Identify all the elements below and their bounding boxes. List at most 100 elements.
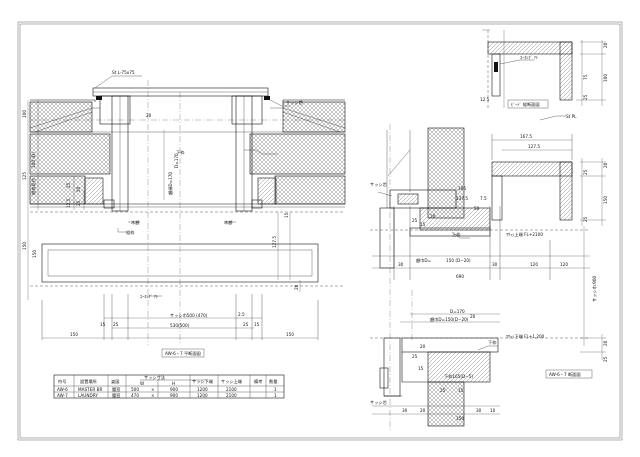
dim-text: 7.5 [480,196,487,201]
dim-text: 12.5 [66,198,71,208]
dim-text: 20 [420,344,426,349]
dim-text: 120 [560,262,568,267]
section-sill-width2-label: 下枠165(D−5) [444,373,473,380]
schedule-header-shape: 姿図 [111,378,119,385]
dim-text: 100 [603,74,608,82]
dim-text: 127.5 [528,144,540,149]
bead-caulking-label: ｺｰｷﾝｸﾞ ｱﾄ [520,55,538,60]
plan-exterior-wall-left [29,101,93,133]
plan-st-angle-label: St L-75x75 [112,70,135,75]
section-sill-label: 下枠 [488,339,497,346]
plan-title: AW-6・7 平断面図 [165,350,201,357]
dim-text: 15 [420,222,426,227]
table-cell: 500 [131,387,139,392]
table-cell: MASTER BR [78,387,102,392]
plan-wood-grounds-label: 木額 [131,219,140,226]
dim-text: 75 [583,74,588,80]
table-cell: AW-6 [57,387,68,392]
dim-text: 25 [66,182,71,188]
section-sash-height-label: サッシ巾:900 [591,276,598,302]
table-cell: 1200 [197,393,208,398]
section-head-label: 上枠 [452,231,461,238]
vertical-section: St PL サッシ芯 上枠 下枠 額巾D= 150 (D−20) D=170 額… [370,114,608,430]
dim-text: 25 [412,354,418,359]
dim-text: 150 [70,332,78,337]
dim-text: 20 [146,113,152,118]
dim-text: 20 [603,42,608,48]
dim-text: 25 [583,216,588,222]
dim-text: 15 [100,322,106,327]
dim-text: 10 [490,408,496,413]
dim-text: 20 [420,408,426,413]
dim-text: 25 [583,169,588,175]
dim-text: 25 [440,388,446,393]
schedule-header-location: 設置場所 [80,378,97,385]
section-sash-bottom-level: ﾏｻｯｼ下端 FL+1,200 [506,333,545,340]
plan-sill-label: 下枠 [176,149,185,156]
dim-text: 20 [470,314,476,319]
dim-text: 30 [402,408,408,413]
sheet-border [17,21,623,441]
table-row: AW-6 MASTER BR 腰窓 500 × 900 1200 2100 1 [57,386,277,393]
table-cell: 1 [274,387,277,392]
plan-frame-depth-label: 額縁D=170 [167,172,174,195]
table-cell: 900 [170,393,178,398]
dim-text: 25 [113,322,119,327]
table-cell: 900 [170,387,178,392]
plan-caulking-label: ｺｰｷﾝｸﾞ ｱﾄ [140,294,158,299]
section-sash-left-label: サッシ芯 [370,181,387,188]
dim-text: 30 [476,408,482,413]
dim-text: 120 [530,262,538,267]
dim-text: 167.5 [520,134,532,139]
dim-text: 30 [492,262,498,267]
dim-text: 50 [474,206,480,211]
dim-text: 20 [294,284,299,290]
table-cell: 腰窓 [112,392,120,399]
dim-text: 185 [458,186,466,191]
dim-text: 20 [603,340,608,346]
table-cell: 2100 [226,387,237,392]
plan-vertical-left-1: 縦枠見付 [30,178,37,195]
schedule-header-h: H [172,381,175,386]
dim-text: 150 [286,332,294,337]
dim-text: 150 [456,416,464,421]
schedule-header-note: 備考 [254,378,262,385]
table-cell: 1200 [197,387,208,392]
section-title: AW-6・7 断面図 [549,371,581,378]
schedule-header-sash-size: サッシ寸法 [144,374,165,381]
dim-text: 25 [412,218,418,223]
plan-outer-width-label: 530(500) [170,323,190,328]
dim-text: 30 [398,262,404,267]
schedule-header-w: W [140,381,144,386]
section-st-pl-label: St PL [566,114,577,119]
dim-text: 690 [456,274,464,279]
bead-title: ﾋﾞｰﾄﾞ 縦断面図 [511,101,540,108]
plan-inner-width-label: サッシ巾500 (470) [170,312,208,319]
table-cell: × [151,393,155,398]
sash-schedule-table: 符号 設置場所 姿図 サッシ寸法 W H サッシ下端 サッシ上端 備考 数量 A… [53,374,285,399]
dim-text: 15 [254,322,260,327]
dim-text: 100 [22,110,27,118]
section-wall-upper [427,127,465,219]
section-sill-depth-label: 額巾D=150(D−20) [430,316,469,323]
dim-text: 15 [418,366,424,371]
dim-text: 127.5 [272,236,277,248]
dim-text: 2.5 [238,312,245,317]
dim-text: 20 [603,162,608,168]
sheet-inner-border [19,23,621,439]
plan-title-box [161,348,205,358]
plan-vertical-left-2: 100 (D) [31,152,36,168]
dim-text: 25 [603,356,608,362]
dim-text: 12.5 [480,97,490,102]
dim-text: 25 [243,322,249,327]
section-head-width-label: 額巾D= [416,257,432,264]
schedule-header-code: 符号 [58,378,66,385]
dim-text: 150 [603,196,608,204]
schedule-header-top: サッシ上端 [221,378,242,385]
plan-wood-grounds-right-label: 木額 [224,219,233,226]
dim-text: 137.5 [456,196,468,201]
dim-text: 25 [583,94,588,100]
plan-sash-frame-label: サッシ芯 [286,99,303,106]
